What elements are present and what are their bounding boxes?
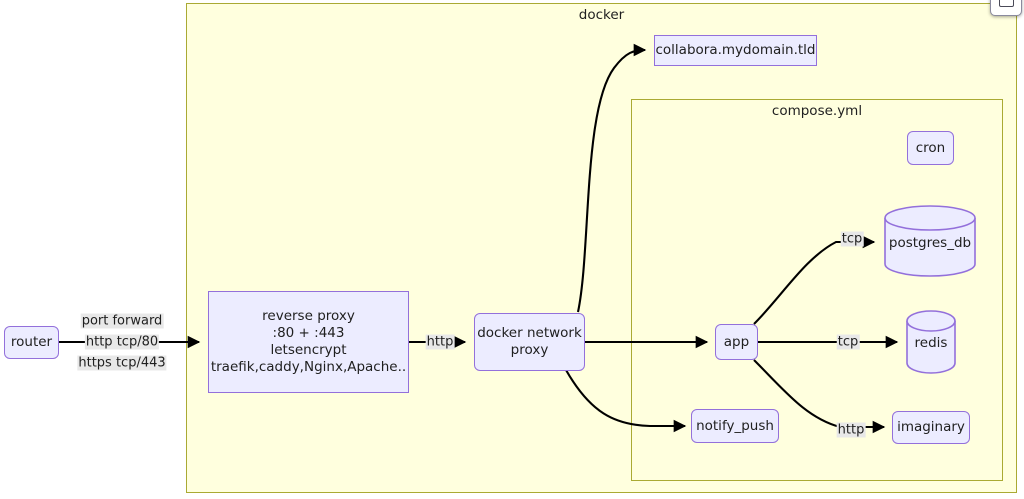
node-redis[interactable]: redis <box>906 310 956 375</box>
node-docker-network-proxy-line-1: docker network <box>477 325 582 341</box>
cylinder-shape-postgres <box>884 205 976 277</box>
node-postgres-db-label: postgres_db <box>888 235 972 251</box>
viewer-control-button[interactable] <box>990 0 1022 16</box>
edge-label-http-proxy: http <box>425 334 455 350</box>
edge-label-port-forward: port forward <box>80 313 164 329</box>
node-docker-network-proxy[interactable]: docker network proxy <box>474 313 585 371</box>
node-router[interactable]: router <box>4 326 59 359</box>
node-notify-push[interactable]: notify_push <box>691 409 779 443</box>
node-router-label: router <box>10 334 53 350</box>
node-imaginary-label: imaginary <box>897 419 965 435</box>
edge-label-http-tcp-80: http tcp/80 <box>84 334 160 350</box>
edge-label-https-tcp-443: https tcp/443 <box>77 355 167 371</box>
node-reverse-proxy-line-4: traefik,caddy,Nginx,Apache.. <box>210 359 407 375</box>
node-collabora-label: collabora.mydomain.tld <box>655 42 816 58</box>
edge-label-tcp-postgres: tcp <box>840 231 864 247</box>
node-reverse-proxy[interactable]: reverse proxy :80 + :443 letsencrypt tra… <box>208 291 409 393</box>
node-notify-push-label: notify_push <box>696 417 774 434</box>
node-app[interactable]: app <box>715 324 758 360</box>
node-reverse-proxy-line-3: letsencrypt <box>270 342 347 358</box>
subgraph-compose-label: compose.yml <box>771 103 863 119</box>
edge-label-tcp-redis: tcp <box>836 334 860 350</box>
node-reverse-proxy-line-2: :80 + :443 <box>272 325 345 341</box>
node-app-label: app <box>723 333 750 350</box>
node-redis-label: redis <box>914 335 948 351</box>
edge-label-http-imaginary: http <box>836 422 866 438</box>
node-imaginary[interactable]: imaginary <box>892 411 970 444</box>
rectangle-icon <box>998 0 1014 7</box>
cylinder-shape-redis <box>906 310 956 374</box>
node-postgres-db[interactable]: postgres_db <box>884 205 976 277</box>
node-reverse-proxy-line-1: reverse proxy <box>262 308 355 324</box>
subgraph-docker-label: docker <box>578 7 625 23</box>
node-collabora[interactable]: collabora.mydomain.tld <box>654 35 817 66</box>
node-docker-network-proxy-line-2: proxy <box>510 342 549 358</box>
node-cron-label: cron <box>915 139 946 156</box>
node-cron[interactable]: cron <box>907 131 954 165</box>
